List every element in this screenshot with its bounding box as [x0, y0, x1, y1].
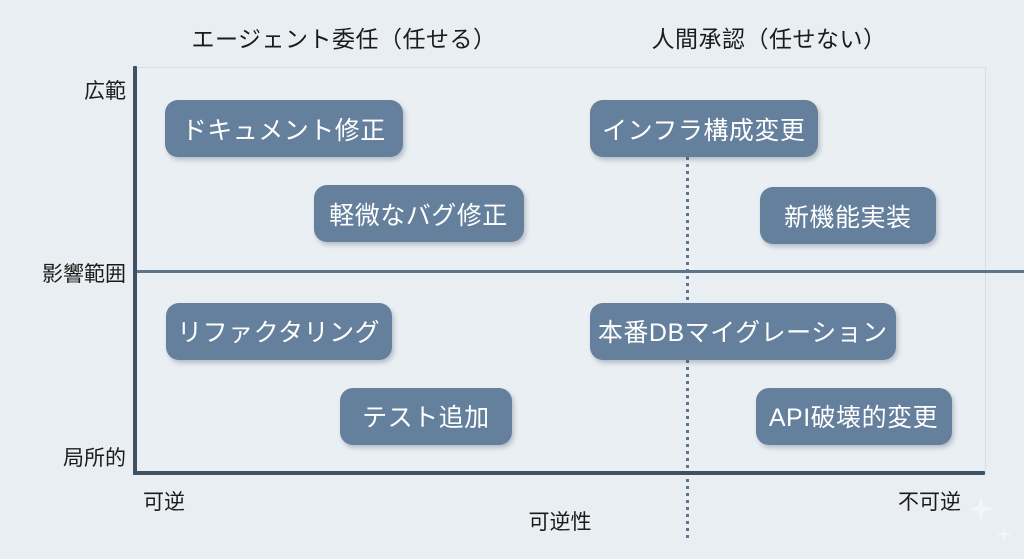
item-box[interactable]: 本番DBマイグレーション	[589, 302, 896, 360]
sparkle-small-icon	[996, 526, 1012, 542]
column-header-left: エージェント委任（任せる）	[191, 26, 497, 52]
item-box-label: API破壊的変更	[768, 404, 939, 433]
quadrant-divider-horizontal	[135, 270, 1024, 273]
item-box-label: 新機能実装	[783, 203, 912, 232]
x-axis-line	[133, 471, 985, 475]
item-box-label: リファクタリング	[177, 319, 381, 348]
item-box[interactable]: テスト追加	[339, 387, 512, 445]
item-box-label: テスト追加	[362, 404, 490, 433]
item-box[interactable]: インフラ構成変更	[589, 100, 818, 158]
item-box-label: 軽微なバグ修正	[329, 201, 508, 230]
item-box[interactable]: リファクタリング	[165, 302, 392, 360]
y-tick-label-bottom: 局所的	[63, 447, 126, 470]
item-box-label: ドキュメント修正	[181, 116, 386, 145]
item-box[interactable]: 新機能実装	[759, 187, 936, 245]
y-tick-label-top: 広範	[84, 80, 126, 103]
item-box[interactable]: API破壊的変更	[755, 387, 952, 445]
x-tick-label-left: 可逆	[143, 491, 185, 514]
item-box[interactable]: ドキュメント修正	[164, 100, 403, 158]
y-axis-line	[133, 66, 137, 475]
x-tick-label-right: 不可逆	[898, 491, 961, 514]
item-box-label: 本番DBマイグレーション	[597, 319, 888, 348]
y-axis-title: 影響範囲	[42, 263, 126, 286]
item-box[interactable]: 軽微なバグ修正	[313, 185, 524, 243]
column-header-right: 人間承認（任せない）	[651, 26, 887, 52]
x-axis-title: 可逆性	[528, 511, 592, 534]
item-box-label: インフラ構成変更	[602, 116, 806, 145]
